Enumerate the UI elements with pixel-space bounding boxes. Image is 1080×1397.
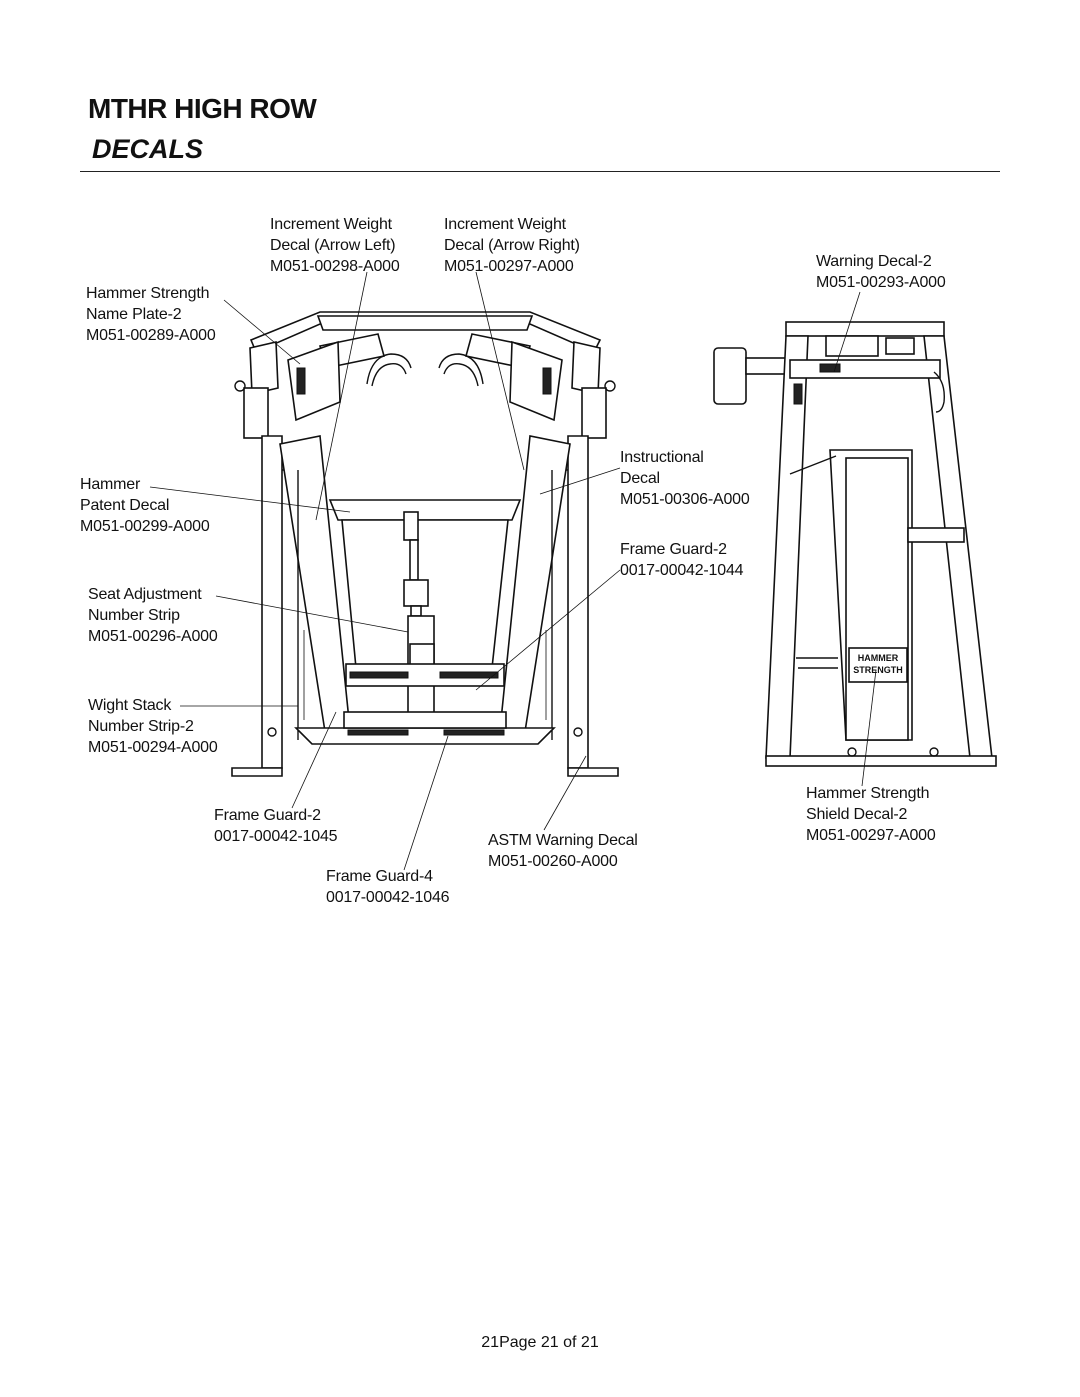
header-rule xyxy=(80,171,1000,172)
label-line: M051-00297-A000 xyxy=(444,258,574,275)
label-line: M051-00306-A000 xyxy=(620,491,750,508)
label-line: Frame Guard-4 xyxy=(326,868,433,885)
label-line: Instructional xyxy=(620,449,704,466)
label-line: Patent Decal xyxy=(80,497,170,514)
label-line: 0017-00042-1046 xyxy=(326,889,450,906)
label-increment-weight-left: Increment Weight Decal (Arrow Left) M051… xyxy=(270,214,400,277)
label-line: M051-00298-A000 xyxy=(270,258,400,275)
label-astm-warning: ASTM Warning Decal M051-00260-A000 xyxy=(488,830,638,872)
label-frame-guard-1044: Frame Guard-2 0017-00042-1044 xyxy=(620,539,744,581)
label-line: M051-00294-A000 xyxy=(88,739,218,756)
label-line: ASTM Warning Decal xyxy=(488,832,638,849)
label-line: Hammer xyxy=(80,476,141,493)
label-shield-decal: Hammer Strength Shield Decal-2 M051-0029… xyxy=(806,783,936,846)
label-line: M051-00296-A000 xyxy=(88,628,218,645)
label-frame-guard-1046: Frame Guard-4 0017-00042-1046 xyxy=(326,866,450,908)
section-subtitle: DECALS xyxy=(92,134,204,164)
label-seat-adjustment: Seat Adjustment Number Strip M051-00296-… xyxy=(88,584,218,647)
label-line: M051-00293-A000 xyxy=(816,274,946,291)
label-line: Seat Adjustment xyxy=(88,586,202,603)
hammer-strength-logo: HAMMER STRENGTH xyxy=(850,652,906,676)
label-line: Increment Weight xyxy=(270,216,392,233)
label-line: 0017-00042-1044 xyxy=(620,562,744,579)
label-name-plate: Hammer Strength Name Plate-2 M051-00289-… xyxy=(86,283,216,346)
label-warning-decal: Warning Decal-2 M051-00293-A000 xyxy=(816,251,946,293)
label-weight-stack: Wight Stack Number Strip-2 M051-00294-A0… xyxy=(88,695,218,758)
label-line: Name Plate-2 xyxy=(86,306,182,323)
label-line: Increment Weight xyxy=(444,216,566,233)
label-frame-guard-1045: Frame Guard-2 0017-00042-1045 xyxy=(214,805,338,847)
label-line: 0017-00042-1045 xyxy=(214,828,338,845)
label-line: Decal (Arrow Left) xyxy=(270,237,396,254)
label-line: Number Strip-2 xyxy=(88,718,194,735)
label-line: Warning Decal-2 xyxy=(816,253,932,270)
label-line: Hammer Strength xyxy=(806,785,930,802)
label-patent-decal: Hammer Patent Decal M051-00299-A000 xyxy=(80,474,210,537)
label-line: Number Strip xyxy=(88,607,180,624)
front-view-drawing xyxy=(231,311,619,777)
logo-line-2: STRENGTH xyxy=(853,665,903,675)
label-line: M051-00289-A000 xyxy=(86,327,216,344)
label-line: M051-00299-A000 xyxy=(80,518,210,535)
label-line: Frame Guard-2 xyxy=(214,807,321,824)
label-line: Decal (Arrow Right) xyxy=(444,237,580,254)
label-instructional-decal: Instructional Decal M051-00306-A000 xyxy=(620,447,750,510)
label-line: Wight Stack xyxy=(88,697,172,714)
label-increment-weight-right: Increment Weight Decal (Arrow Right) M05… xyxy=(444,214,580,277)
label-line: Hammer Strength xyxy=(86,285,210,302)
page-footer: 21Page 21 of 21 xyxy=(481,1334,599,1351)
label-line: Frame Guard-2 xyxy=(620,541,727,558)
label-line: M051-00297-A000 xyxy=(806,827,936,844)
document-title: MTHR HIGH ROW xyxy=(88,93,317,124)
logo-line-1: HAMMER xyxy=(857,653,899,663)
leader-lines xyxy=(149,271,877,871)
label-line: M051-00260-A000 xyxy=(488,853,618,870)
label-line: Shield Decal-2 xyxy=(806,806,908,823)
label-line: Decal xyxy=(620,470,660,487)
side-view-drawing xyxy=(713,321,997,767)
